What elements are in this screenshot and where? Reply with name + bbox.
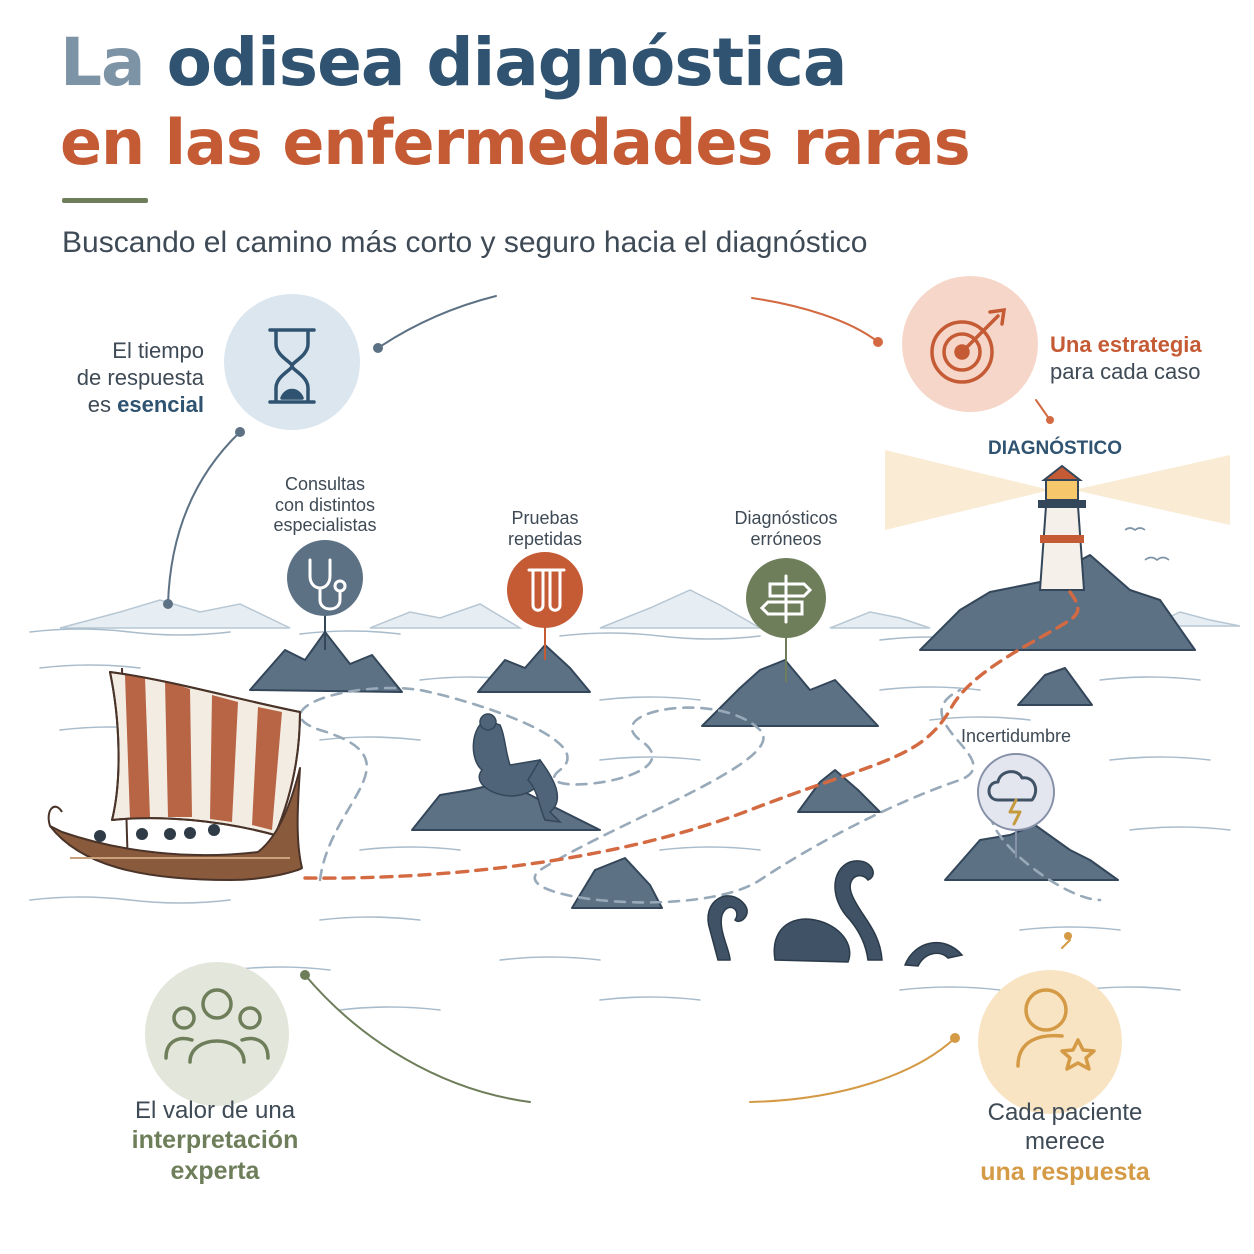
obstacle-pins <box>287 540 1055 858</box>
title-word-la: La <box>60 24 146 101</box>
expert-line-1: El valor de una <box>134 1097 296 1124</box>
tests-pin-circle <box>507 552 583 628</box>
time-line-2: de respuesta <box>76 364 204 390</box>
time-circle <box>224 294 360 430</box>
target-icon <box>930 307 1007 384</box>
lighthouse <box>885 450 1230 591</box>
expert-callout-text: El valor de una interpretación experta <box>70 1096 360 1186</box>
title-line-1-rest: odisea diagnóstica <box>166 24 848 101</box>
strategy-line-2: para cada caso <box>1050 358 1201 384</box>
sea-monster <box>707 860 964 967</box>
expert-emphasis-2: experta <box>170 1156 260 1185</box>
island-tests <box>477 644 591 693</box>
time-line-3: es esencial <box>87 391 204 417</box>
patient-emphasis: una respuesta <box>980 1157 1150 1186</box>
hourglass-icon <box>268 328 316 404</box>
island-uncertainty <box>944 824 1119 881</box>
island-consultations <box>249 631 403 693</box>
callout-connectors <box>163 295 1072 1103</box>
storm-cloud-icon <box>987 770 1038 826</box>
strategy-emphasis: Una estrategia <box>1050 332 1202 357</box>
expert-emphasis-1: interpretación <box>131 1126 299 1155</box>
distant-mountains <box>59 589 1241 629</box>
mermaid <box>472 713 563 824</box>
islands <box>249 554 1196 909</box>
page-subtitle: Buscando el camino más corto y seguro ha… <box>62 226 868 259</box>
patient-circle <box>978 970 1122 1114</box>
island-wrong <box>701 659 879 727</box>
signpost-icon <box>759 574 813 624</box>
page-title-line-2: en las enfermedades raras <box>60 106 971 179</box>
expert-circle <box>145 962 289 1106</box>
route-storm <box>989 798 1102 902</box>
group-icon <box>164 988 270 1064</box>
route-direct <box>303 590 1080 880</box>
goal-label: DIAGNÓSTICO <box>987 438 1123 459</box>
uncertainty-label: Incertidumbre <box>960 726 1072 746</box>
title-divider <box>62 198 148 203</box>
stethoscope-icon <box>308 558 347 611</box>
uncertainty-pin-circle <box>977 753 1055 831</box>
consultations-pin-circle <box>287 540 363 616</box>
ship <box>47 667 303 881</box>
user-star-icon <box>1016 988 1096 1071</box>
time-emphasis: esencial <box>117 391 204 417</box>
island-lighthouse <box>919 554 1196 651</box>
route-wandering <box>299 686 975 904</box>
tests-label: Pruebas repetidas <box>507 508 583 549</box>
strategy-callout-text: Una estrategia para cada caso <box>1050 332 1234 386</box>
consultations-label: Consultas con distintos especialistas <box>273 474 377 536</box>
patient-line-1: Cada paciente <box>987 1099 1143 1126</box>
sea-waves <box>29 628 1231 1011</box>
patient-line-2: merece <box>1024 1128 1106 1156</box>
page-title-line-1: La odisea diagnóstica <box>60 24 848 101</box>
time-callout-text: El tiempo de respuesta es esencial <box>40 338 204 418</box>
wrong-label: Diagnósticos erróneos <box>734 508 838 549</box>
patient-callout-text: Cada paciente merece una respuesta <box>940 1098 1190 1187</box>
time-line-1: El tiempo <box>112 338 204 363</box>
test-tubes-icon <box>527 568 566 612</box>
routes <box>299 590 1102 904</box>
